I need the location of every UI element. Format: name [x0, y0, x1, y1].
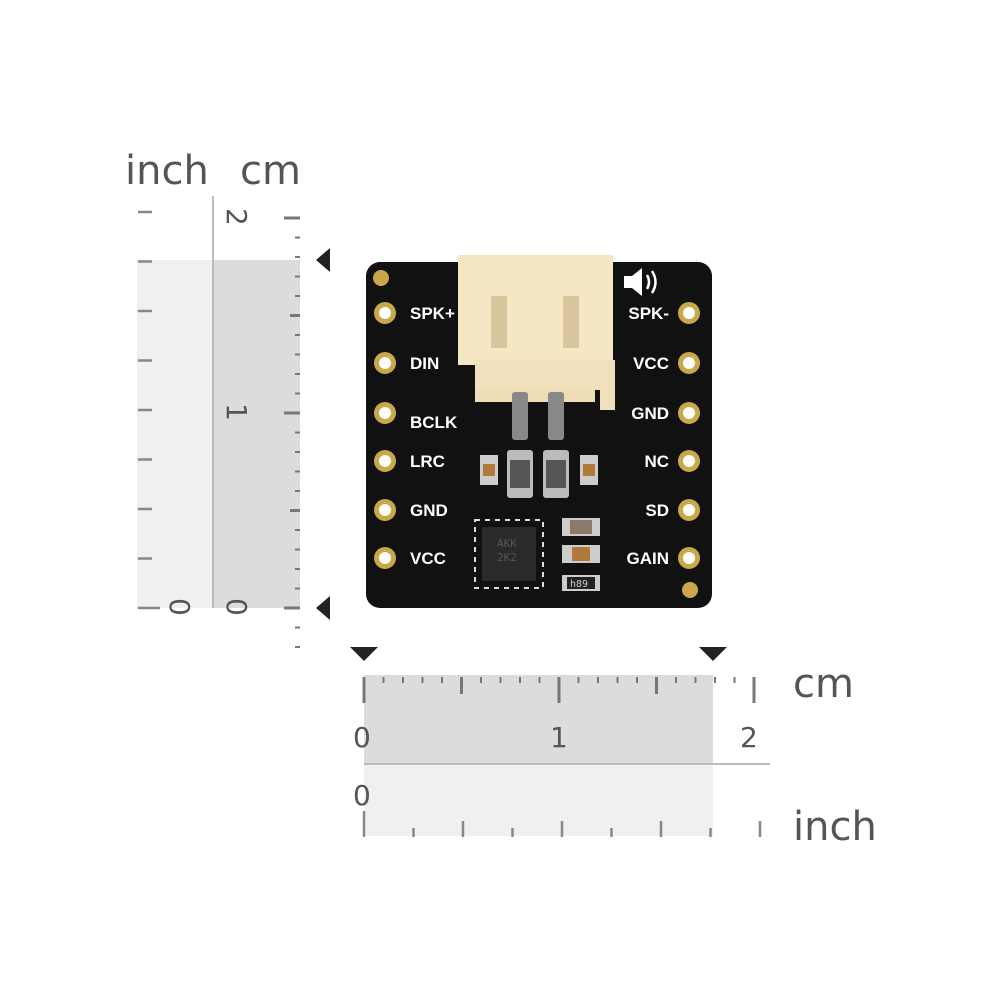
vertical-cm-label: cm — [240, 148, 301, 194]
pin-hole — [683, 455, 695, 467]
capacitor-body — [570, 520, 592, 534]
pin-hole — [683, 552, 695, 564]
resistor-body — [567, 577, 595, 589]
pin-hole — [683, 357, 695, 369]
pin-label-left: LRC — [410, 452, 445, 471]
inductor-body — [546, 460, 566, 488]
h-cm-2: 2 — [740, 721, 758, 754]
horizontal-inch-label: inch — [793, 804, 877, 850]
connector-lead — [548, 392, 564, 440]
right-marker-triangle — [699, 647, 727, 661]
vertical-inch-label: inch — [125, 148, 209, 194]
h-inch-shade — [364, 764, 713, 836]
horizontal-cm-label: cm — [793, 661, 854, 707]
pin-label-right: VCC — [633, 354, 669, 373]
pin-label-right: SPK- — [628, 304, 669, 323]
inductor-body — [510, 460, 530, 488]
pin-label-left: SPK+ — [410, 304, 455, 323]
pin-label-left: BCLK — [410, 413, 458, 432]
connector-lead — [512, 392, 528, 440]
inch-shade — [137, 260, 213, 608]
capacitor-body — [483, 464, 495, 476]
connector-latch — [600, 360, 615, 410]
pin-label-left: GND — [410, 501, 448, 520]
pcb — [366, 262, 712, 608]
mount-hole — [682, 582, 698, 598]
v-cm-2: 2 — [220, 208, 253, 226]
connector-skirt — [475, 360, 615, 390]
h-inch-0: 0 — [353, 779, 371, 812]
top-marker-triangle — [316, 248, 330, 272]
vertical-ruler: inch cm 0 1 2 0 — [125, 148, 330, 648]
pin-hole — [683, 407, 695, 419]
pin-hole — [379, 504, 391, 516]
pin-hole — [379, 357, 391, 369]
pin-label-right: GAIN — [627, 549, 670, 568]
connector-slot — [563, 296, 579, 348]
bottom-marker-triangle — [316, 596, 330, 620]
pin-label-right: NC — [644, 452, 669, 471]
amplifier-board: SPK+ DIN BCLK LRC GND VCC SPK- VCC GND NC SD GAIN — [366, 255, 712, 608]
connector-body — [458, 255, 613, 365]
mount-hole — [373, 270, 389, 286]
pin-hole — [683, 504, 695, 516]
v-cm-1: 1 — [220, 403, 253, 421]
speaker-icon — [624, 268, 657, 296]
amplifier-chip: AKK 2K2 — [474, 519, 544, 589]
h-cm-shade — [364, 675, 713, 764]
cm-shade — [213, 260, 300, 608]
capacitor-body — [583, 464, 595, 476]
pin-label-right: GND — [631, 404, 669, 423]
pin-hole — [379, 455, 391, 467]
horizontal-ruler: 0 1 2 0 cm inch — [350, 647, 877, 850]
chip-marking-1: AKK — [497, 537, 517, 550]
pin-label-left: VCC — [410, 549, 446, 568]
pin-hole — [379, 307, 391, 319]
v-cm-0: 0 — [220, 598, 253, 616]
jst-connector — [458, 255, 615, 440]
pin-hole — [683, 307, 695, 319]
pin-label-left: DIN — [410, 354, 439, 373]
left-marker-triangle — [350, 647, 378, 661]
h-cm-1: 1 — [550, 721, 568, 754]
components: h89 — [480, 450, 600, 591]
v-inch-0: 0 — [163, 598, 196, 616]
capacitor-body — [572, 547, 590, 561]
chip-marking-2: 2K2 — [497, 551, 517, 564]
resistor-marking: h89 — [570, 579, 588, 590]
pin-label-right: SD — [645, 501, 669, 520]
h-cm-0: 0 — [353, 721, 371, 754]
pin-hole — [379, 552, 391, 564]
connector-slot — [491, 296, 507, 348]
pin-hole — [379, 407, 391, 419]
